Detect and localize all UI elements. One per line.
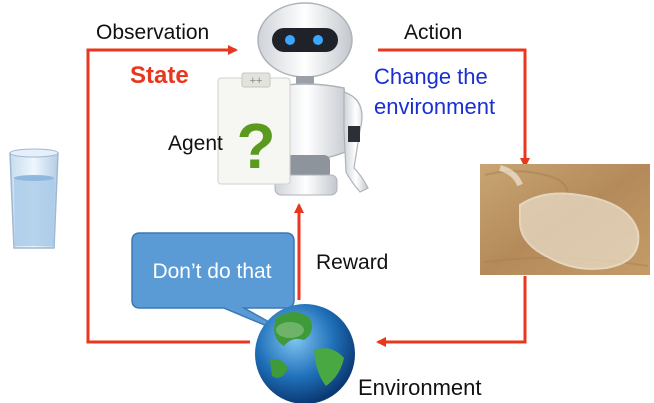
speech-bubble-text: Don’t do that: [152, 259, 272, 283]
environment-return-arrow: [376, 276, 527, 347]
action-label: Action: [404, 21, 463, 44]
question-card-badge: ++: [250, 75, 263, 87]
spilled-water-icon: [480, 164, 650, 275]
observation-label: Observation: [96, 21, 210, 44]
change-environment-label: Change the environment: [374, 64, 496, 119]
environment-label: Environment: [358, 375, 482, 400]
question-mark: ?: [236, 110, 275, 182]
observation-arrow: [86, 45, 250, 344]
state-label: State: [130, 62, 189, 89]
action-arrow: [378, 48, 530, 168]
loop-arrows: [86, 45, 530, 347]
reward-label: Reward: [316, 251, 389, 274]
water-glass-icon: [9, 148, 59, 249]
question-card-icon: ++ ?: [217, 72, 291, 185]
globe-icon: [255, 304, 355, 403]
agent-label: Agent: [168, 132, 223, 155]
